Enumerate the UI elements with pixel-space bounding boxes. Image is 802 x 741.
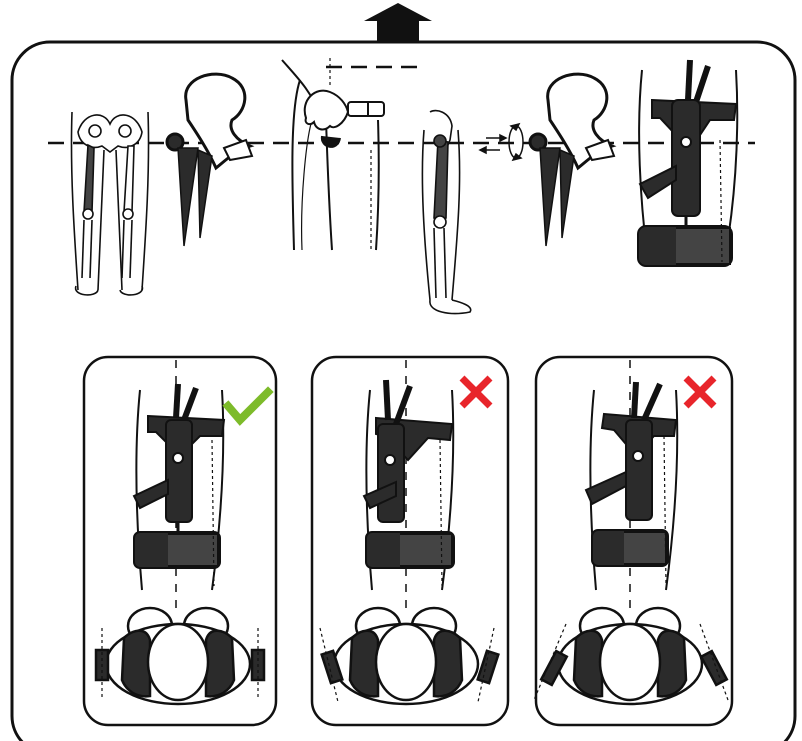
cross-icon <box>459 375 493 409</box>
checkmark-icon <box>222 386 274 426</box>
brace-top-view <box>533 606 729 706</box>
hip-brace-on-leg <box>637 59 739 267</box>
brace-front <box>362 379 455 591</box>
skeleton-front-view <box>70 111 150 296</box>
pelvis-side-view-right <box>528 72 617 247</box>
rotation-icon <box>478 122 524 162</box>
outer-frame <box>10 40 797 741</box>
hand-at-hip-illustration <box>281 58 426 251</box>
brace-top-view <box>94 606 266 706</box>
cross-icon <box>683 375 717 409</box>
leg-side-view-skeleton <box>421 109 472 315</box>
brace-front <box>132 383 226 591</box>
panel-correct-fit <box>82 355 278 727</box>
panel-incorrect-fit-1 <box>310 355 510 727</box>
brace-front <box>584 381 679 591</box>
panel-incorrect-fit-2 <box>533 355 734 727</box>
pelvis-side-view-left <box>165 72 255 247</box>
up-arrow-icon <box>364 3 432 42</box>
brace-top-view <box>319 606 500 706</box>
